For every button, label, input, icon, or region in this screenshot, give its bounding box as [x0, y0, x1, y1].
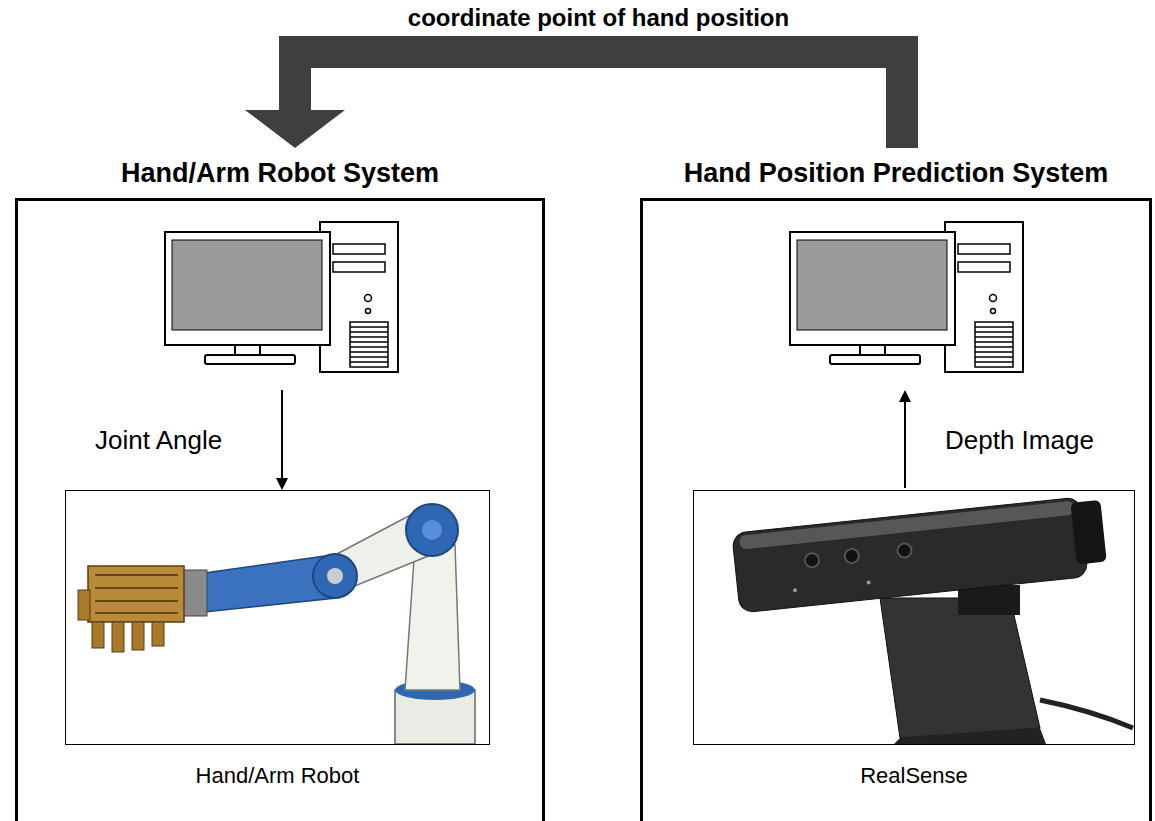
joint-angle-arrow	[276, 390, 288, 490]
box-outline	[640, 198, 1152, 821]
system-panel: Hand Position Prediction SystemRealSense	[640, 148, 1152, 821]
label-holder: coordinate point of hand position	[404, 4, 793, 32]
data-flow-arrow	[245, 52, 902, 148]
realsense-camera-picture	[732, 495, 1133, 744]
box-outline	[15, 198, 545, 821]
system-heading: Hand/Arm Robot System	[121, 148, 439, 198]
robot-arm-picture	[78, 504, 475, 744]
label-holder: Joint Angle	[95, 425, 222, 455]
signal-label: Joint Angle	[95, 425, 222, 455]
computer-icon	[165, 222, 398, 372]
box-outline	[693, 490, 1135, 745]
computer-icon	[790, 222, 1023, 372]
system-panel: Hand/Arm Robot SystemHand/Arm Robot	[15, 148, 545, 821]
box-caption: Hand/Arm Robot	[196, 762, 360, 790]
system-heading: Hand Position Prediction System	[684, 148, 1109, 198]
label-holder: Depth Image	[945, 425, 1094, 455]
image-box: RealSense	[693, 490, 1135, 790]
arrow-label: coordinate point of hand position	[404, 4, 793, 31]
depth-image-arrow	[899, 390, 911, 488]
signal-label: Depth Image	[945, 425, 1094, 455]
box-outline	[65, 490, 490, 745]
image-box: Hand/Arm Robot	[65, 490, 490, 790]
arrow-shaft	[295, 52, 902, 148]
arrow-head	[245, 110, 345, 148]
box-caption: RealSense	[860, 762, 968, 790]
